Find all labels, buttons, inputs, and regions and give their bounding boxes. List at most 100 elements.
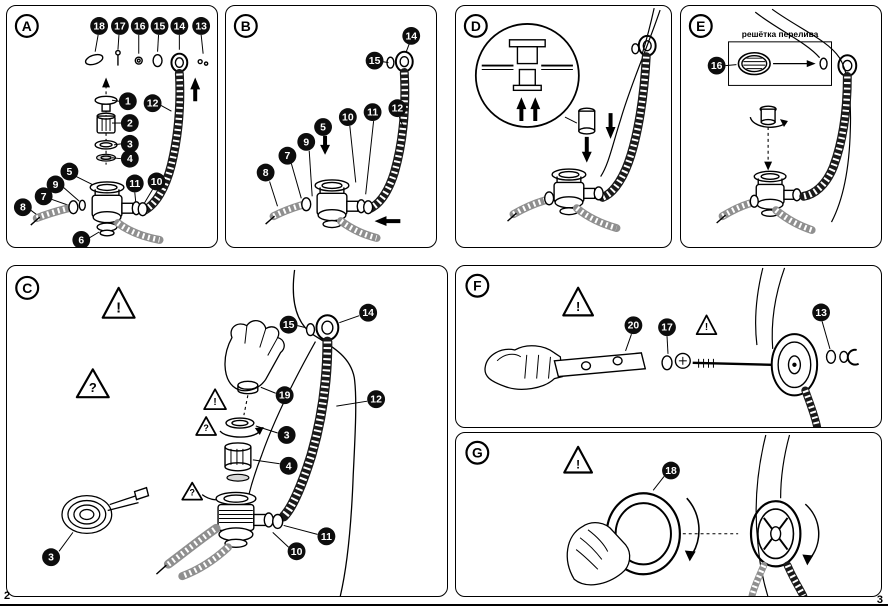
down-arrow: [605, 113, 616, 139]
svg-text:10: 10: [151, 177, 163, 188]
footer-rule: [0, 604, 888, 606]
coiled-gasket: [61, 486, 150, 535]
callout-8: 8: [256, 163, 275, 182]
rotation-arrow: [749, 116, 788, 128]
insert-arrow: [773, 60, 816, 68]
overflow-grille-label: решётка перелива: [742, 29, 819, 39]
screw-part: [115, 49, 121, 66]
svg-text:4: 4: [286, 461, 292, 472]
leader-lines: [94, 34, 204, 54]
tub-edge-line: [754, 11, 821, 59]
seal-part: [96, 153, 117, 162]
tub-edge-line: [600, 9, 661, 177]
callout-15: 15: [365, 51, 384, 70]
overflow-grille-box: [728, 41, 832, 86]
svg-text:5: 5: [67, 167, 73, 178]
tub-edge-line: [248, 341, 316, 495]
panel-f-illustration: F !: [465, 267, 860, 427]
leader-lines: [58, 315, 368, 552]
outlet-corrugation: [772, 206, 816, 234]
callout-17: 17: [658, 318, 676, 337]
overflow-inlet-elbow: [30, 199, 86, 226]
svg-text:15: 15: [154, 21, 166, 32]
callout-20: 20: [624, 316, 643, 335]
drain-body: [314, 179, 374, 229]
svg-text:8: 8: [263, 168, 269, 179]
callout-11: 11: [317, 527, 336, 546]
callout-15: 15: [150, 17, 169, 35]
corrugated-hose: [799, 72, 852, 201]
callout-8: 8: [13, 198, 32, 217]
callout-17: 17: [111, 17, 129, 35]
outlet-corrugation: [336, 217, 381, 242]
down-arrow: [581, 136, 592, 163]
svg-text:?: ?: [203, 423, 208, 433]
corrugated-hose: [278, 336, 333, 522]
svg-text:!: !: [116, 301, 121, 317]
washer-part: [134, 56, 143, 65]
callout-11: 11: [363, 103, 382, 122]
svg-text:15: 15: [369, 56, 381, 67]
svg-text:8: 8: [20, 203, 26, 214]
overflow-elbow-part: [631, 34, 657, 57]
callout-9: 9: [46, 175, 65, 194]
panel-b-illustration: B: [233, 13, 421, 242]
tub-edge-line: [771, 267, 786, 350]
panel-b-letter-badge: B: [233, 13, 258, 38]
callout-15: 15: [279, 315, 298, 334]
svg-text:18: 18: [93, 21, 105, 32]
svg-text:9: 9: [303, 137, 309, 148]
panel-d: D: [455, 5, 672, 248]
svg-text:14: 14: [174, 21, 186, 32]
corrugated-hose: [366, 68, 410, 213]
svg-text:3: 3: [127, 139, 133, 150]
leader-line: [725, 64, 737, 67]
svg-text:7: 7: [41, 192, 47, 203]
svg-text:4: 4: [127, 154, 133, 165]
gasket-ring-part: [152, 53, 163, 68]
plug-part: [94, 95, 118, 112]
overflow-cover-part: [84, 53, 104, 66]
panel-c: C ! ?: [6, 265, 448, 597]
overflow-inlet-elbow: [265, 197, 312, 225]
outlet-corrugation: [178, 543, 232, 581]
svg-text:A: A: [22, 18, 32, 34]
panel-e-illustration: E решётка перелива: [688, 8, 858, 234]
svg-text:2: 2: [127, 119, 133, 130]
overflow-face: [749, 500, 802, 568]
overflow-face: [770, 333, 819, 397]
warning-triangle-exclamation: !: [563, 445, 594, 474]
svg-text:9: 9: [53, 180, 59, 191]
panel-e-letter-badge: E: [688, 14, 713, 38]
panel-a-letter-badge: A: [14, 13, 39, 38]
washer-part: [819, 57, 828, 70]
washers-and-circlip: [825, 348, 860, 366]
overflow-inlet-elbow: [507, 191, 555, 222]
svg-text:D: D: [471, 18, 481, 34]
svg-text:5: 5: [320, 122, 326, 133]
callout-5: 5: [60, 162, 79, 181]
drain-body: [89, 181, 148, 224]
callout-11: 11: [125, 174, 144, 193]
left-arrow: [374, 216, 401, 227]
callout-18: 18: [662, 461, 680, 480]
callout-3: 3: [277, 426, 296, 444]
panel-g-illustration: G !: [465, 434, 820, 596]
lower-cup-part: [96, 222, 118, 237]
long-bolt: [692, 358, 772, 368]
panel-f: F !: [455, 265, 882, 428]
overflow-elbow-part: [305, 314, 340, 342]
callout-14: 14: [170, 17, 189, 35]
svg-text:!: !: [213, 397, 216, 408]
corrugated-hose: [783, 561, 808, 596]
panel-g: G !: [455, 432, 882, 597]
clip-pins-part: [197, 58, 209, 66]
svg-text:3: 3: [48, 553, 54, 564]
callout-13: 13: [812, 303, 830, 322]
ring-part: [94, 139, 118, 150]
callout-5: 5: [314, 118, 332, 136]
up-arrow: [190, 77, 201, 102]
callout-10: 10: [338, 108, 357, 127]
svg-text:11: 11: [367, 108, 378, 119]
svg-text:F: F: [473, 278, 481, 294]
